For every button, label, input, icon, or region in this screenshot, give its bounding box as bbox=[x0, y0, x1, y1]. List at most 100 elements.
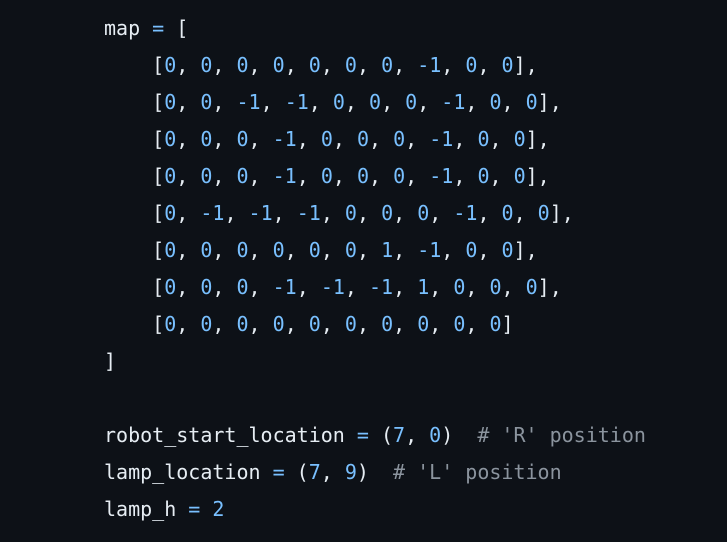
punctuation: , bbox=[344, 90, 370, 114]
punctuation bbox=[176, 497, 188, 521]
number-literal: 0 bbox=[393, 164, 406, 188]
punctuation: , bbox=[393, 312, 418, 336]
number-literal: 0 bbox=[200, 164, 213, 188]
punctuation: ( bbox=[368, 423, 394, 447]
punctuation: , bbox=[212, 127, 237, 151]
number-literal: 0 bbox=[320, 127, 333, 151]
punctuation: , bbox=[212, 275, 237, 299]
punctuation: ], bbox=[525, 164, 550, 188]
punctuation: , bbox=[417, 90, 442, 114]
punctuation: , bbox=[477, 201, 502, 225]
punctuation: , bbox=[272, 201, 297, 225]
number-literal: 0 bbox=[489, 275, 502, 299]
punctuation: , bbox=[320, 201, 345, 225]
number-literal: 0 bbox=[236, 127, 249, 151]
number-literal: 0 bbox=[525, 275, 538, 299]
punctuation: , bbox=[212, 238, 237, 262]
number-literal: 0 bbox=[200, 127, 213, 151]
punctuation: , bbox=[320, 312, 345, 336]
punctuation: , bbox=[356, 312, 382, 336]
number-literal: 0 bbox=[525, 90, 538, 114]
number-literal: 0 bbox=[236, 164, 249, 188]
punctuation: , bbox=[176, 201, 201, 225]
number-literal: 0 bbox=[272, 238, 285, 262]
punctuation: , bbox=[441, 238, 466, 262]
punctuation: , bbox=[248, 275, 273, 299]
number-literal: -1 bbox=[296, 201, 321, 225]
punctuation: [ bbox=[104, 238, 165, 262]
number-literal: 0 bbox=[381, 53, 394, 77]
punctuation: , bbox=[212, 90, 237, 114]
number-literal: -1 bbox=[369, 275, 394, 299]
punctuation: , bbox=[405, 164, 430, 188]
punctuation: [ bbox=[104, 312, 165, 336]
punctuation: , bbox=[212, 53, 237, 77]
number-literal: 0 bbox=[453, 275, 466, 299]
punctuation: , bbox=[393, 238, 418, 262]
identifier: lamp_h bbox=[104, 497, 177, 521]
number-literal: 0 bbox=[356, 164, 370, 188]
number-literal: 0 bbox=[164, 201, 177, 225]
number-literal: 0 bbox=[356, 127, 370, 151]
number-literal: -1 bbox=[453, 201, 478, 225]
number-literal: 0 bbox=[236, 53, 249, 77]
number-literal: -1 bbox=[284, 90, 309, 114]
punctuation: , bbox=[344, 275, 370, 299]
number-literal: 0 bbox=[477, 164, 490, 188]
number-literal: -1 bbox=[429, 164, 454, 188]
punctuation: , bbox=[332, 164, 357, 188]
punctuation: , bbox=[477, 53, 502, 77]
number-literal: 0 bbox=[236, 238, 249, 262]
punctuation: , bbox=[429, 201, 454, 225]
number-literal: 0 bbox=[272, 53, 285, 77]
operator: = bbox=[272, 460, 285, 484]
punctuation: , bbox=[489, 127, 514, 151]
number-literal: 0 bbox=[164, 164, 177, 188]
number-literal: 0 bbox=[344, 201, 357, 225]
punctuation: [ bbox=[104, 53, 165, 77]
number-literal: 0 bbox=[236, 312, 249, 336]
punctuation: , bbox=[356, 53, 382, 77]
punctuation: , bbox=[176, 312, 201, 336]
punctuation: , bbox=[248, 53, 273, 77]
identifier: map bbox=[104, 16, 141, 40]
code-line: [0, 0, 0, 0, 0, 0, 0, 0, 0, 0] bbox=[104, 306, 646, 343]
punctuation: [ bbox=[104, 90, 165, 114]
number-literal: 0 bbox=[489, 312, 502, 336]
punctuation: , bbox=[453, 127, 478, 151]
number-literal: -1 bbox=[248, 201, 273, 225]
punctuation: , bbox=[176, 275, 201, 299]
number-literal: 0 bbox=[429, 423, 442, 447]
code-line: [0, 0, 0, -1, 0, 0, 0, -1, 0, 0], bbox=[104, 158, 646, 195]
punctuation: ) bbox=[441, 423, 478, 447]
number-literal: 0 bbox=[332, 90, 345, 114]
number-literal: 0 bbox=[308, 238, 321, 262]
punctuation: , bbox=[429, 312, 454, 336]
number-literal: 0 bbox=[501, 53, 514, 77]
number-literal: 0 bbox=[405, 90, 418, 114]
punctuation: , bbox=[393, 201, 418, 225]
number-literal: 0 bbox=[200, 90, 213, 114]
punctuation: , bbox=[212, 164, 237, 188]
punctuation: ], bbox=[537, 90, 562, 114]
number-literal: 0 bbox=[537, 201, 550, 225]
number-literal: 0 bbox=[272, 312, 285, 336]
number-literal: 0 bbox=[501, 201, 514, 225]
number-literal: -1 bbox=[441, 90, 466, 114]
punctuation: , bbox=[248, 127, 273, 151]
number-literal: 0 bbox=[501, 238, 514, 262]
code-line: [0, 0, 0, 0, 0, 0, 0, -1, 0, 0], bbox=[104, 47, 646, 84]
code-line: [0, 0, -1, -1, 0, 0, 0, -1, 0, 0], bbox=[104, 84, 646, 121]
punctuation: , bbox=[501, 90, 526, 114]
number-literal: 0 bbox=[200, 53, 213, 77]
punctuation: , bbox=[296, 275, 321, 299]
punctuation: ] bbox=[501, 312, 514, 336]
number-literal: 0 bbox=[513, 164, 526, 188]
comment: # 'L' position bbox=[393, 460, 562, 484]
punctuation: , bbox=[176, 164, 201, 188]
number-literal: 0 bbox=[477, 127, 490, 151]
number-literal: 0 bbox=[164, 127, 177, 151]
punctuation: , bbox=[369, 164, 394, 188]
punctuation: ], bbox=[525, 127, 550, 151]
number-literal: -1 bbox=[236, 90, 261, 114]
